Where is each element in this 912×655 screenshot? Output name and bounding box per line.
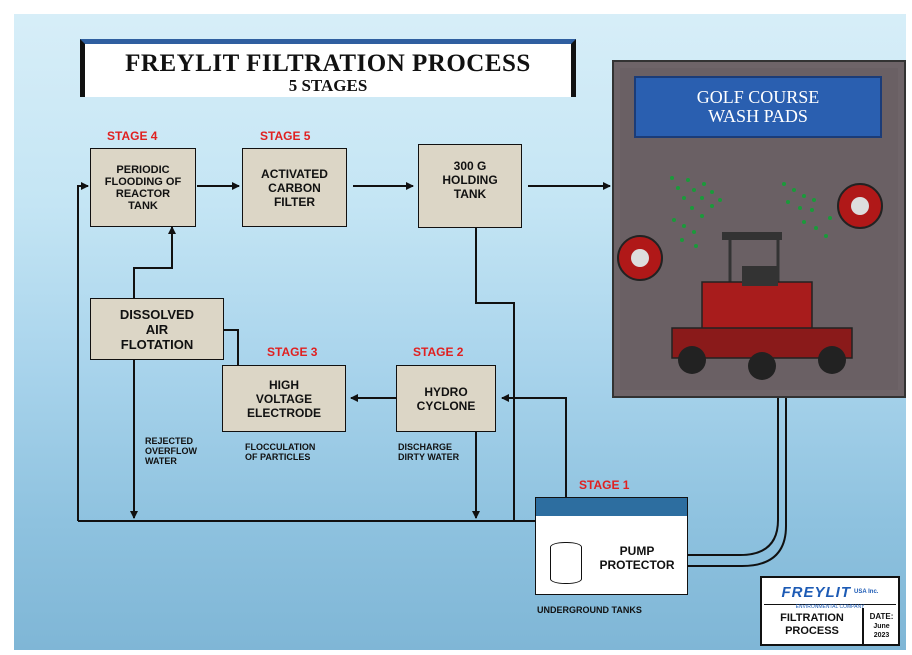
pump-protector-label: PUMP PROTECTOR (588, 544, 686, 572)
brand-name: FREYLIT (781, 583, 852, 601)
logo-process-label: FILTRATION PROCESS (764, 612, 860, 638)
box-text-line: ACTIVATED (261, 166, 328, 181)
dissolved-air-flotation-box: DISSOLVED AIR FLOTATION (90, 298, 224, 360)
box-text-line: PROTECTOR (599, 558, 675, 572)
discharge-note: DISCHARGE DIRTY WATER (398, 442, 459, 462)
golf-wash-pad-panel: GOLF COURSE WASH PADS (612, 60, 906, 398)
stage-5-label: STAGE 5 (260, 129, 311, 143)
page-subtitle: 5 STAGES (288, 76, 368, 95)
box-text-line: VOLTAGE (255, 391, 313, 406)
note-line: DIRTY WATER (398, 452, 460, 462)
box-text-line: HYDRO (424, 384, 468, 399)
pump-canister-icon (550, 542, 582, 584)
box-text-line: FLOODING OF (104, 175, 182, 188)
logo-label-line: FILTRATION (780, 612, 844, 624)
date-month: June (873, 623, 890, 630)
box-text-line: HIGH (268, 377, 299, 392)
box-text-line: REACTOR (115, 187, 171, 200)
arrow-flotation-to-periodic (133, 226, 176, 298)
golf-title-line: WASH PADS (708, 106, 808, 126)
note-line: OVERFLOW (145, 446, 197, 456)
date-year: 2023 (873, 632, 890, 639)
box-text-line: PERIODIC (116, 163, 170, 176)
box-text-line: CARBON (268, 180, 321, 195)
flocculation-note: FLOCCULATION OF PARTICLES (245, 442, 315, 462)
high-voltage-electrode-box: HIGH VOLTAGE ELECTRODE (222, 365, 346, 432)
box-text-line: CYCLONE (416, 398, 476, 413)
box-text-line: TANK (453, 187, 487, 201)
box-text-line: PUMP (619, 544, 655, 558)
tank-water-band (536, 498, 687, 516)
arrow-left-return (77, 182, 89, 521)
box-text-line: AIR (145, 321, 169, 337)
activated-carbon-box: ACTIVATED CARBON FILTER (242, 148, 347, 227)
page-title: FREYLIT FILTRATION PROCESS (125, 50, 531, 77)
golf-panel-title: GOLF COURSE WASH PADS (634, 76, 882, 138)
stage-2-label: STAGE 2 (413, 345, 464, 359)
brand-suffix: USA Inc. (854, 589, 879, 595)
stage-3-label: STAGE 3 (267, 345, 318, 359)
box-text-line: FLOTATION (120, 336, 194, 352)
note-line: OF PARTICLES (245, 452, 311, 462)
mower-illustration-icon (617, 176, 883, 380)
rejected-overflow-note: REJECTED OVERFLOW WATER (145, 436, 197, 466)
logo-date-block: DATE: June 2023 (865, 612, 898, 640)
pipe-golf-to-pump-a (688, 398, 779, 556)
box-text-line: TANK (128, 199, 158, 212)
underground-tank: PUMP PROTECTOR (535, 497, 688, 595)
note-line: REJECTED (145, 436, 194, 446)
freylit-logo-block: FREYLIT USA Inc. ENVIRONMENTAL COMPANY F… (760, 576, 900, 646)
pipe-golf-to-pump-b (688, 398, 787, 567)
box-text-line: 300 G (453, 159, 487, 173)
box-text-line: HOLDING (442, 173, 498, 187)
brand-tagline: ENVIRONMENTAL COMPANY (795, 604, 865, 610)
note-line: DISCHARGE (398, 442, 453, 452)
hydro-cyclone-box: HYDRO CYCLONE (396, 365, 496, 432)
box-text-line: DISSOLVED (119, 306, 195, 322)
date-label: DATE: (869, 612, 894, 621)
stage-4-label: STAGE 4 (107, 129, 158, 143)
golf-title-line: GOLF COURSE (696, 87, 820, 107)
brand-logo: FREYLIT USA Inc. (764, 580, 896, 605)
line-electrode-to-flotation (224, 329, 239, 365)
logo-label-line: PROCESS (785, 625, 839, 637)
line-holding-to-tank (475, 228, 515, 520)
holding-tank-box: 300 G HOLDING TANK (418, 144, 522, 228)
periodic-flooding-box: PERIODIC FLOODING OF REACTOR TANK (90, 148, 196, 227)
box-text-line: FILTER (273, 194, 316, 209)
note-line: FLOCCULATION (245, 442, 316, 452)
note-line: WATER (145, 456, 177, 466)
underground-tanks-label: UNDERGROUND TANKS (537, 605, 642, 615)
title-banner: FREYLIT FILTRATION PROCESS 5 STAGES (80, 39, 576, 97)
logo-divider (862, 608, 864, 644)
stage-1-label: STAGE 1 (579, 478, 630, 492)
box-text-line: ELECTRODE (246, 405, 321, 420)
